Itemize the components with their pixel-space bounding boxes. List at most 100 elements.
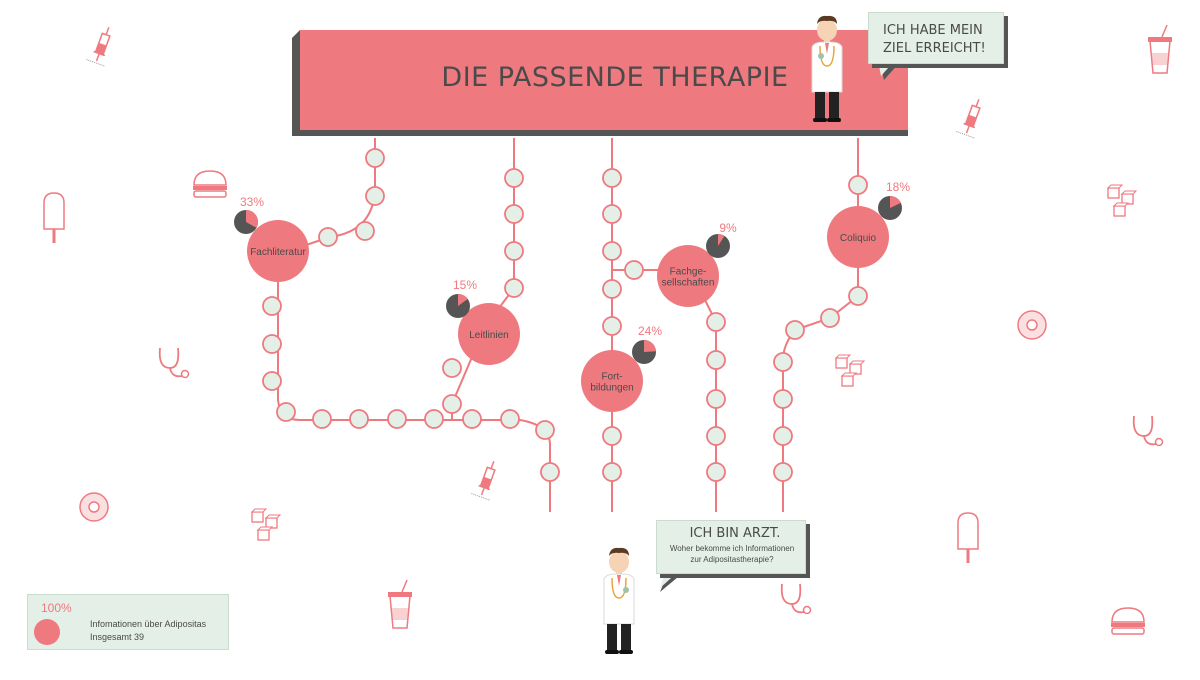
stop-node	[773, 426, 793, 446]
cup-icon	[1148, 24, 1172, 74]
stop-node	[355, 221, 375, 241]
donut-icon	[79, 492, 109, 522]
station-circle	[657, 245, 719, 307]
station-coliquio: Coliquio 18%	[827, 180, 910, 268]
stop-node	[424, 409, 444, 429]
speech-bubble-goal: ICH HABE MEIN ZIEL ERREICHT!	[868, 12, 1004, 64]
stop-node	[602, 426, 622, 446]
percent-label: 18%	[886, 180, 910, 194]
stop-node	[262, 371, 282, 391]
station-circle	[458, 303, 520, 365]
speech-line: ICH HABE MEIN	[883, 23, 983, 38]
percent-label: 15%	[453, 278, 477, 292]
legend-label: Infomationen über Adipositas	[90, 619, 207, 629]
stop-node	[387, 409, 407, 429]
legend-total: Insgesamt 39	[90, 632, 145, 642]
share-pie	[632, 340, 656, 364]
stop-node	[706, 389, 726, 409]
speech-line: zur Adipositastherapie?	[690, 555, 774, 564]
stop-node	[773, 389, 793, 409]
donut-icon	[1017, 310, 1047, 340]
syringe-icon	[86, 26, 111, 67]
legend: 100% Infomationen über Adipositas Insges…	[27, 594, 229, 650]
stethoscope-icon	[780, 583, 812, 615]
popsicle-icon	[957, 512, 979, 563]
legend-dot	[34, 619, 60, 645]
stop-node	[262, 296, 282, 316]
station-leitlinien: Leitlinien 15%	[446, 278, 520, 365]
stop-node	[276, 402, 296, 422]
stop-node	[848, 175, 868, 195]
station-label: Fort-	[601, 372, 622, 383]
stop-node	[602, 168, 622, 188]
sugar-cubes-icon	[1106, 184, 1138, 217]
stop-node	[312, 409, 332, 429]
stop-node	[442, 394, 462, 414]
station-label: Coliquio	[840, 233, 877, 244]
stop-node	[602, 204, 622, 224]
cup-icon	[388, 579, 412, 629]
percent-label: 9%	[719, 221, 737, 235]
stop-node	[602, 279, 622, 299]
stop-node	[624, 260, 644, 280]
sugar-cubes-icon	[250, 508, 282, 541]
station-label: bildungen	[590, 383, 633, 394]
stop-node	[365, 186, 385, 206]
percent-label: 24%	[638, 324, 662, 338]
stop-node	[785, 320, 805, 340]
stop-node	[504, 278, 524, 298]
station-fachgesellschaften: Fachge-sellschaften 9%	[657, 221, 737, 307]
page-title: DIE PASSENDE THERAPIE	[441, 62, 789, 93]
stop-node	[602, 241, 622, 261]
stop-node	[773, 462, 793, 482]
legend-percent: 100%	[41, 601, 72, 615]
stop-node	[504, 204, 524, 224]
stop-node	[462, 409, 482, 429]
stop-node	[706, 312, 726, 332]
percent-label: 33%	[240, 195, 264, 209]
syringe-icon	[471, 460, 496, 501]
station-circle	[247, 220, 309, 282]
stop-node	[504, 168, 524, 188]
share-pie	[706, 234, 730, 258]
station-circle	[827, 206, 889, 268]
stop-node	[442, 358, 462, 378]
stop-node	[706, 462, 726, 482]
stop-node	[848, 286, 868, 306]
stop-node	[820, 308, 840, 328]
stop-node	[318, 227, 338, 247]
speech-line: ZIEL ERREICHT!	[883, 41, 986, 56]
stethoscope-icon	[1132, 415, 1164, 447]
stop-node	[540, 462, 560, 482]
station-fortbildungen: Fort-bildungen 24%	[581, 324, 662, 412]
syringe-icon	[956, 98, 981, 139]
popsicle-icon	[43, 192, 65, 243]
station-label: sellschaften	[662, 278, 715, 289]
burger-icon	[1111, 607, 1145, 635]
speech-heading: ICH BIN ARZT.	[689, 526, 781, 541]
burger-icon	[193, 170, 227, 198]
stethoscope-icon	[158, 347, 190, 379]
stop-node	[262, 334, 282, 354]
stop-nodes	[262, 148, 868, 482]
stop-node	[500, 409, 520, 429]
speech-bubble-question: ICH BIN ARZT. Woher bekomme ich Informat…	[656, 520, 806, 574]
share-pie	[878, 196, 902, 220]
stop-node	[706, 426, 726, 446]
speech-line: Woher bekomme ich Informationen	[669, 544, 795, 553]
stop-node	[706, 350, 726, 370]
share-pie	[446, 294, 470, 318]
stop-node	[365, 148, 385, 168]
station-label: Fachge-	[670, 267, 707, 278]
station-circle	[581, 350, 643, 412]
route-lines	[277, 138, 859, 512]
stop-node	[773, 352, 793, 372]
station-label: Leitlinien	[469, 330, 508, 341]
sugar-cubes-icon	[834, 354, 866, 387]
doctor-figure	[811, 15, 843, 122]
share-pie	[234, 210, 259, 234]
